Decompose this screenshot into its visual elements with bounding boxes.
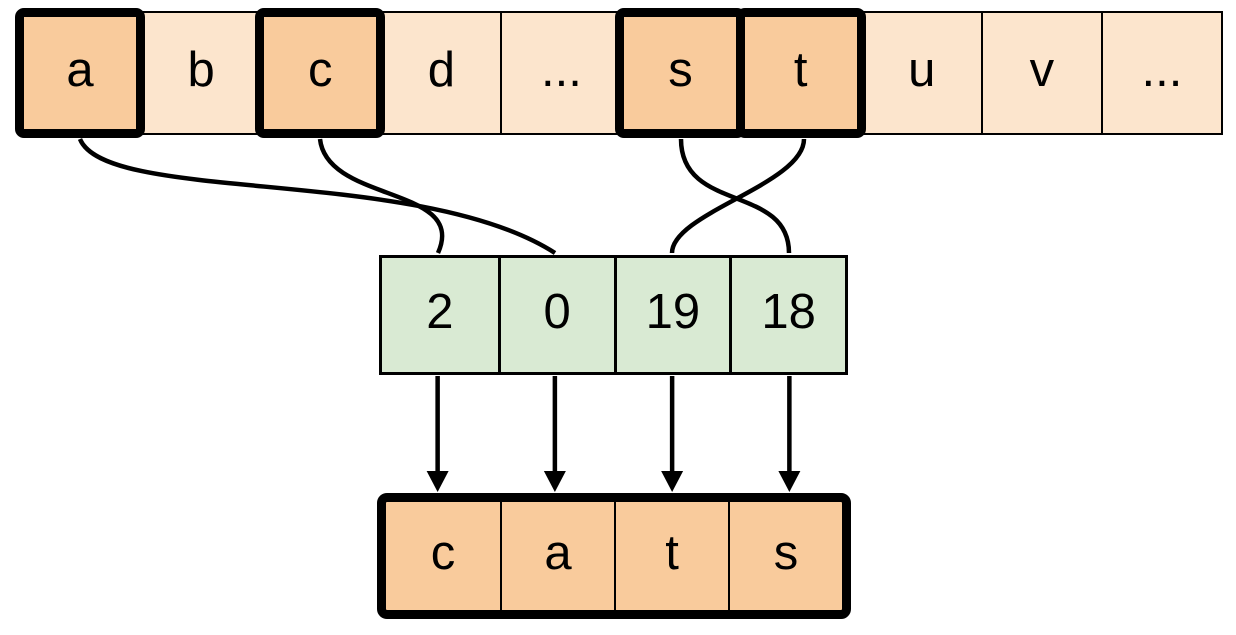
alphabet-cell-label: v (1029, 42, 1055, 97)
connector-curve-c-to-index-0 (317, 138, 445, 254)
alphabet-cell-s: s (615, 8, 746, 138)
index-cell-18: 18 (729, 258, 845, 372)
output-cell-label: s (773, 525, 799, 580)
alphabet-cell-label: s (668, 42, 693, 97)
alphabet-cell-ellipsis-9: ... (1100, 13, 1221, 133)
alphabet-cell-b: b (140, 13, 260, 133)
arrow-index-1-to-output-1 (543, 376, 566, 492)
alphabet-cell-t: t (735, 8, 866, 138)
alphabet-cell-c: c (255, 8, 386, 138)
alphabet-cell-label: c (307, 42, 333, 97)
alphabet-cell-label: d (427, 42, 455, 97)
alphabet-cell-v: v (980, 13, 1101, 133)
arrowhead-icon (543, 471, 566, 492)
alphabet-array-row: a b c d... s t u v... (15, 8, 1223, 138)
connector-curve-s-to-index-3 (678, 138, 792, 254)
arrowhead-icon (778, 471, 801, 492)
alphabet-cell-label: t (793, 42, 808, 97)
index-cell-label: 2 (426, 284, 454, 339)
alphabet-cell-d: d (380, 13, 500, 133)
alphabet-cell-u: u (860, 13, 981, 133)
output-cell-t: t (614, 502, 728, 610)
arrow-index-0-to-output-0 (426, 376, 449, 492)
index-cell-0: 0 (497, 258, 614, 372)
index-cell-label: 19 (645, 284, 701, 339)
alphabet-cell-label: a (66, 42, 94, 97)
index-cell-label: 18 (761, 284, 816, 339)
alphabet-cell-a: a (15, 8, 146, 138)
arrowhead-icon (426, 471, 449, 492)
index-cell-19: 19 (613, 258, 730, 372)
alphabet-cell-label: ... (1141, 42, 1183, 97)
index-cell-2: 2 (382, 258, 498, 372)
arrowhead-icon (661, 471, 684, 492)
output-cell-c: c (386, 502, 500, 610)
arrow-index-3-to-output-3 (778, 376, 801, 492)
index-cell-label: 0 (543, 284, 571, 339)
alphabet-cell-label: ... (541, 42, 582, 97)
connector-curve-t-to-index-2 (669, 138, 807, 254)
alphabet-cell-label: u (908, 42, 936, 97)
connector-curve-a-to-index-1 (77, 138, 557, 255)
output-cell-s: s (728, 502, 842, 610)
output-cell-label: a (544, 525, 572, 580)
alphabet-cell-label: b (187, 42, 215, 97)
output-cell-label: c (430, 525, 456, 580)
output-cell-a: a (500, 502, 614, 610)
arrow-index-2-to-output-2 (661, 376, 684, 492)
alphabet-cell-ellipsis-4: ... (500, 13, 620, 133)
output-cell-label: t (665, 525, 679, 580)
